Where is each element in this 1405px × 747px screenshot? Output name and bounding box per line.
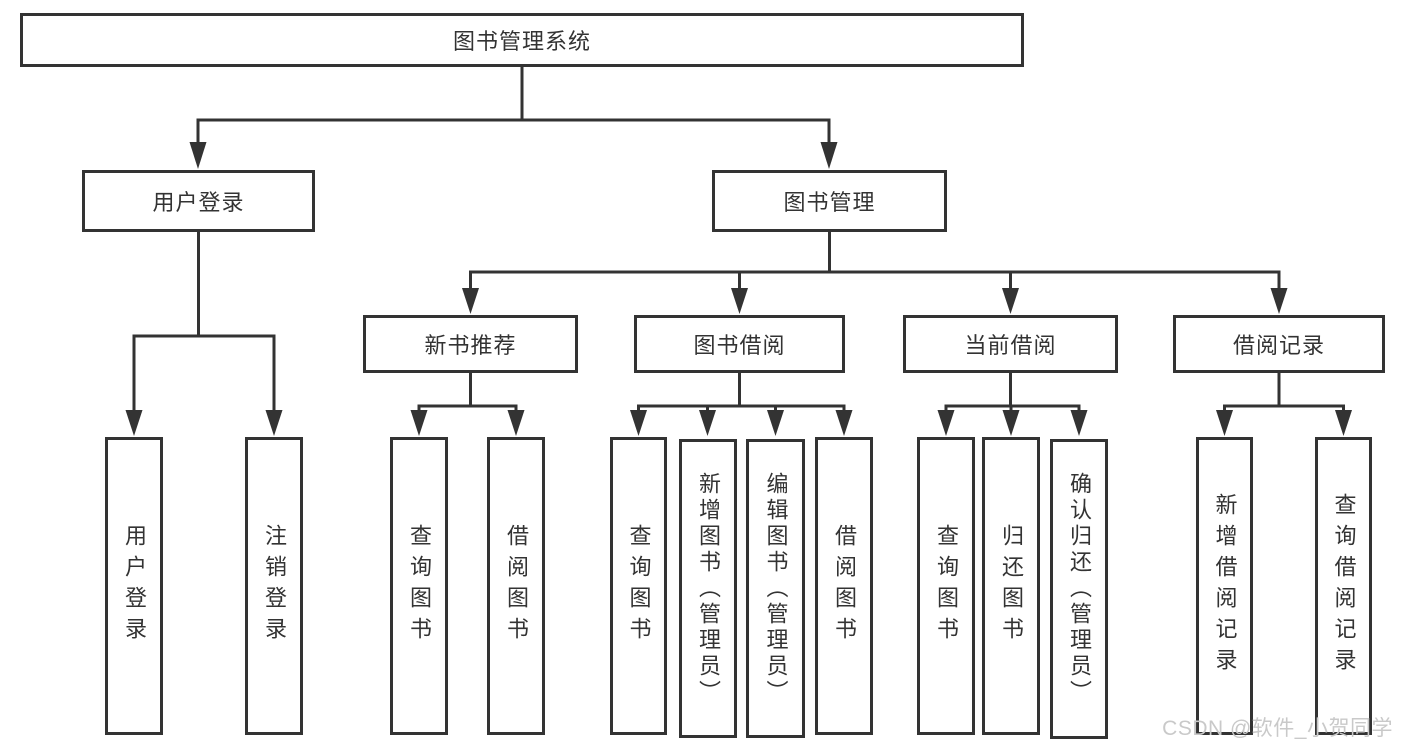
node-book-management: 图书管理 bbox=[712, 170, 947, 232]
leaf-user-login: 用户登录 bbox=[105, 437, 163, 735]
node-label: 当前借阅 bbox=[964, 333, 1057, 358]
node-library-management-system: 图书管理系统 bbox=[20, 13, 1024, 67]
leaf-query-books-recommend: 查询图书 bbox=[390, 437, 448, 735]
node-label: 新书推荐 bbox=[424, 333, 517, 358]
node-label: 新增借阅记录 bbox=[1212, 493, 1238, 679]
node-label: 图书管理 bbox=[783, 190, 876, 215]
node-label: 图书管理系统 bbox=[452, 29, 591, 54]
leaf-edit-books-admin: 编辑图书（管理员） bbox=[746, 439, 805, 738]
node-label: 图书借阅 bbox=[693, 333, 786, 358]
csdn-watermark: CSDN @软件_小贺同学 bbox=[1162, 717, 1393, 740]
node-label: 用户登录 bbox=[122, 524, 147, 648]
node-user-login: 用户登录 bbox=[82, 170, 315, 232]
leaf-logout-login: 注销登录 bbox=[245, 437, 303, 735]
leaf-confirm-return-admin: 确认归还（管理员） bbox=[1050, 439, 1108, 739]
node-current-borrowing: 当前借阅 bbox=[903, 315, 1118, 373]
leaf-return-books: 归还图书 bbox=[982, 437, 1040, 735]
node-new-book-recommend: 新书推荐 bbox=[363, 315, 578, 373]
leaf-borrow-books-borrowing: 借阅图书 bbox=[815, 437, 873, 735]
node-label: 归还图书 bbox=[999, 524, 1024, 648]
leaf-add-books-admin: 新增图书（管理员） bbox=[679, 439, 737, 738]
node-label: 确认归还（管理员） bbox=[1067, 472, 1092, 706]
leaf-query-books-current: 查询图书 bbox=[917, 437, 975, 735]
leaf-query-books-borrowing: 查询图书 bbox=[610, 437, 667, 735]
node-label: 编辑图书（管理员） bbox=[763, 471, 789, 706]
node-label: 借阅图书 bbox=[504, 524, 529, 648]
node-book-borrowing: 图书借阅 bbox=[634, 315, 845, 373]
leaf-query-borrow-record: 查询借阅记录 bbox=[1315, 437, 1372, 735]
node-borrowing-records: 借阅记录 bbox=[1173, 315, 1385, 373]
node-label: 用户登录 bbox=[152, 190, 245, 215]
node-label: 查询借阅记录 bbox=[1331, 493, 1357, 679]
node-label: 新增图书（管理员） bbox=[696, 471, 721, 706]
node-label: 借阅记录 bbox=[1232, 333, 1325, 358]
node-label: 查询图书 bbox=[407, 524, 432, 648]
node-label: 查询图书 bbox=[934, 524, 959, 648]
node-label: 借阅图书 bbox=[832, 524, 857, 648]
node-label: 查询图书 bbox=[626, 524, 652, 648]
leaf-add-borrow-record: 新增借阅记录 bbox=[1196, 437, 1253, 735]
leaf-borrow-books-recommend: 借阅图书 bbox=[487, 437, 545, 735]
node-label: 注销登录 bbox=[262, 524, 287, 648]
